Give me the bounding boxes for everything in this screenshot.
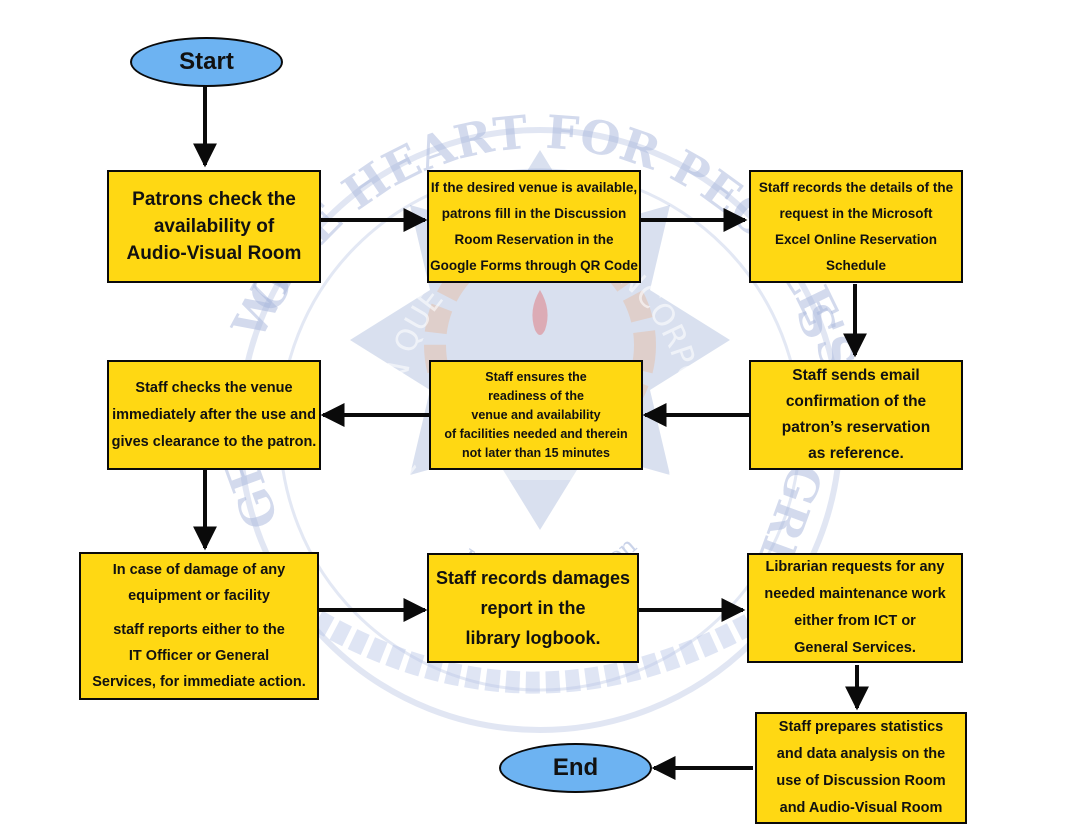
step-line: needed maintenance work (764, 586, 946, 602)
step-line: Patrons check the (132, 189, 296, 210)
step-line: equipment or facility (128, 588, 270, 604)
step-line: gives clearance to the patron. (111, 433, 317, 450)
step-line: Staff sends email (792, 367, 920, 384)
step-line: Librarian requests for any (765, 559, 945, 575)
step-line: and data analysis on the (776, 746, 946, 762)
start-label: Start (179, 48, 234, 75)
step-line: Room Reservation in the (454, 231, 614, 247)
step-statistics: Staff prepares statistics and data analy… (755, 712, 967, 824)
step-line: In case of damage of any (112, 562, 286, 578)
step-line: report in the (480, 598, 586, 618)
step-line: Staff checks the venue (135, 379, 293, 396)
step-line: Staff records the details of the (758, 179, 954, 195)
step-line: library logbook. (465, 628, 601, 648)
step-line: use of Discussion Room (776, 773, 946, 789)
step-line: If the desired venue is available, (430, 179, 638, 195)
step-line: readiness of the (488, 388, 584, 403)
step-line: either from ICT or (794, 613, 916, 629)
step-line: Staff records damages (435, 568, 631, 588)
watermark-flame (532, 290, 548, 335)
step-line: Excel Online Reservation (774, 231, 938, 247)
start-terminal: Start (130, 37, 283, 87)
step-line: as reference. (808, 445, 904, 462)
step-line: immediately after the use and (112, 406, 316, 423)
step-line: Staff prepares statistics (778, 719, 944, 735)
step-damage-report: In case of damage of any equipment or fa… (79, 552, 319, 700)
step-line: and Audio-Visual Room (779, 800, 943, 816)
step-check-availability: Patrons check the availability of Audio-… (107, 170, 321, 283)
step-line: not later than 15 minutes (462, 445, 610, 460)
step-line: patrons fill in the Discussion (441, 205, 627, 221)
step-check-venue: Staff checks the venue immediately after… (107, 360, 321, 470)
step-line: staff reports either to the (113, 622, 285, 638)
step-line: of facilities needed and therein (444, 426, 628, 441)
step-send-email: Staff sends email confirmation of the pa… (749, 360, 963, 470)
step-logbook: Staff records damages report in the libr… (427, 553, 639, 663)
step-line: IT Officer or General (128, 648, 270, 664)
step-line: General Services. (794, 640, 916, 656)
step-line: Staff ensures the (485, 369, 587, 384)
end-terminal: End (499, 743, 652, 793)
step-ensure-readiness: Staff ensures the readiness of the venue… (429, 360, 643, 470)
watermark-right-text: S (785, 296, 847, 346)
step-fill-form: If the desired venue is available, patro… (427, 170, 641, 283)
step-line: confirmation of the (785, 393, 927, 410)
step-line: patron’s reservation (781, 419, 931, 436)
end-label: End (552, 754, 599, 781)
step-line: Services, for immediate action. (92, 674, 306, 690)
step-line: Schedule (825, 257, 887, 273)
step-line: Audio-Visual Room (126, 243, 302, 264)
step-maintenance: Librarian requests for any needed mainte… (747, 553, 963, 663)
step-line: venue and availability (471, 407, 601, 422)
step-line: availability of (153, 216, 275, 237)
step-line: Google Forms through QR Code (430, 257, 638, 273)
step-line: request in the Microsoft (779, 205, 933, 221)
step-record-details: Staff records the details of the request… (749, 170, 963, 283)
